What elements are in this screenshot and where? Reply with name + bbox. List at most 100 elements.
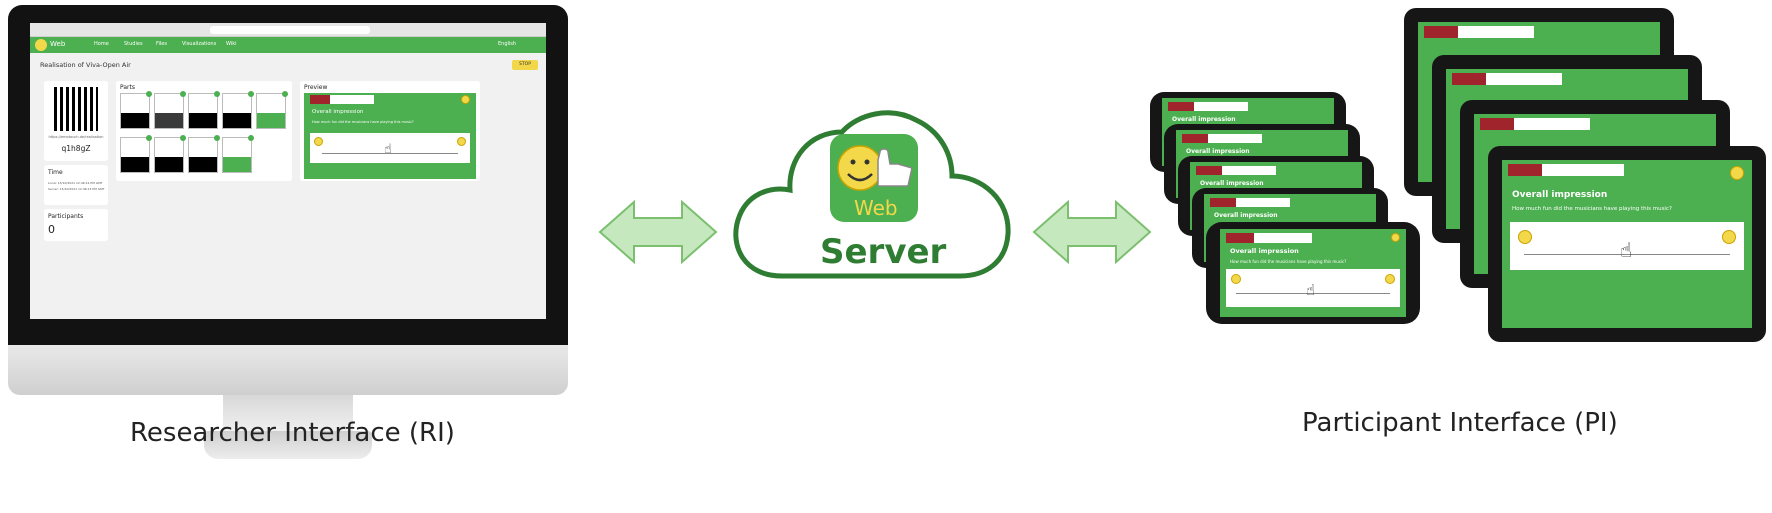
question-title: Overall impression: [1512, 190, 1608, 200]
sad-face-icon: [1231, 274, 1241, 284]
session-code: q1h8gZ: [61, 144, 91, 153]
check-icon: [248, 91, 254, 97]
participants-count: 0: [48, 223, 55, 236]
smiley-face-icon: [837, 145, 883, 191]
sponsor-logos: [1196, 166, 1276, 175]
nav-visualizations[interactable]: Visualizations: [182, 41, 217, 47]
server-label: Server: [820, 232, 947, 272]
browser-toolbar: [30, 23, 546, 37]
part-thumbnail[interactable]: [222, 135, 254, 173]
page-title: Realisation of Viva-Open Air: [40, 61, 131, 69]
parts-title: Parts: [120, 84, 135, 91]
qr-caption: https://emotouch.de/realisation: [48, 135, 104, 139]
time-local: Local: 15/10/2021 12:46:14 PM GMT: [48, 181, 103, 185]
app-navbar: Web Home Studies Files Visualizations Wi…: [30, 37, 546, 53]
question-title: Overall impression: [1186, 148, 1250, 155]
phone-device-front: Overall impression How much fun did the …: [1206, 222, 1420, 324]
happy-face-icon: [457, 137, 466, 146]
sad-face-icon: [314, 137, 323, 146]
scale-line: [322, 153, 458, 154]
participants-card: Participants 0: [44, 209, 108, 241]
time-card: Time Local: 15/10/2021 12:46:14 PM GMT S…: [44, 165, 108, 205]
part-thumbnail[interactable]: [188, 135, 220, 173]
rating-scale[interactable]: ☝: [1226, 269, 1400, 307]
stop-button[interactable]: STOP: [512, 60, 538, 70]
part-thumbnail[interactable]: [154, 91, 186, 129]
cursor-hand-icon: ☝: [1306, 281, 1316, 299]
researcher-screen: Web Home Studies Files Visualizations Wi…: [30, 23, 546, 319]
apple-icon: [274, 355, 304, 385]
url-bar[interactable]: [210, 26, 370, 34]
nav-wiki[interactable]: Wiki: [226, 41, 237, 47]
parts-card: Parts: [116, 81, 292, 181]
question-title: Overall impression: [1214, 212, 1278, 219]
preview-screen: Overall impression How much fun did the …: [304, 93, 476, 179]
sponsor-logos: [1452, 73, 1562, 85]
sponsor-logos: [1424, 26, 1534, 38]
question-title: Overall impression: [1172, 116, 1236, 123]
sponsor-logos: [1182, 134, 1262, 143]
scale-line: [1524, 254, 1730, 255]
preview-question: Overall impression: [312, 109, 364, 115]
preview-title: Preview: [304, 84, 328, 91]
imac-chin: [8, 345, 568, 395]
part-thumbnail[interactable]: [154, 135, 186, 173]
sponsor-logos: [1480, 118, 1590, 130]
double-arrow-icon: [598, 199, 718, 265]
preview-subquestion: How much fun did the musicians have play…: [312, 120, 414, 124]
time-title: Time: [48, 169, 63, 176]
part-thumbnail[interactable]: [222, 91, 254, 129]
emotouch-logo-icon: [35, 39, 47, 51]
question-subtitle: How much fun did the musicians have play…: [1230, 259, 1347, 264]
cursor-hand-icon: ☝: [1620, 238, 1633, 262]
check-icon: [214, 135, 220, 141]
check-icon: [248, 135, 254, 141]
part-thumbnail[interactable]: [256, 91, 288, 129]
server-cloud: [733, 110, 1011, 279]
check-icon: [146, 135, 152, 141]
nav-home[interactable]: Home: [94, 41, 109, 47]
double-arrow-icon: [1032, 199, 1152, 265]
imac-stand: [223, 395, 353, 435]
tablet-device-front: Overall impression How much fun did the …: [1488, 146, 1766, 342]
sponsor-logos: [1508, 164, 1624, 176]
check-icon: [146, 91, 152, 97]
hand-icon: [877, 148, 913, 187]
sponsor-logos: [310, 95, 374, 104]
question-title: Overall impression: [1200, 180, 1264, 187]
participant-caption: Participant Interface (PI): [1302, 408, 1618, 438]
smiley-hand-icon: [461, 95, 470, 104]
tablet-screen: Overall impression How much fun did the …: [1502, 160, 1752, 328]
rating-scale[interactable]: ☝: [310, 133, 470, 163]
part-thumbnail[interactable]: [120, 135, 152, 173]
arrow-right: [1032, 199, 1152, 265]
scale-line: [1236, 293, 1390, 294]
part-thumbnail[interactable]: [188, 91, 220, 129]
imac-device: Web Home Studies Files Visualizations Wi…: [8, 5, 568, 459]
rating-scale[interactable]: ☝: [1510, 222, 1744, 270]
cursor-hand-icon: ☝: [384, 142, 392, 157]
happy-face-icon: [1385, 274, 1395, 284]
nav-files[interactable]: Files: [156, 41, 167, 47]
qr-code-icon: [54, 87, 98, 131]
sponsor-logos: [1168, 102, 1248, 111]
researcher-caption: Researcher Interface (RI): [130, 418, 455, 448]
smiley-hand-icon: [1730, 166, 1744, 180]
preview-card: Preview Overall impression How much fun …: [300, 81, 480, 181]
brand-label: Web: [50, 40, 66, 48]
check-icon: [282, 91, 288, 97]
happy-face-icon: [1722, 230, 1736, 244]
part-thumbnail[interactable]: [120, 91, 152, 129]
sponsor-logos: [1226, 233, 1312, 243]
check-icon: [180, 91, 186, 97]
check-icon: [180, 135, 186, 141]
sponsor-logos: [1210, 198, 1290, 207]
question-title: Overall impression: [1230, 247, 1299, 255]
nav-studies[interactable]: Studies: [124, 41, 143, 47]
sad-face-icon: [1518, 230, 1532, 244]
language-selector[interactable]: English: [498, 41, 517, 47]
server-badge-label: Web: [854, 196, 898, 220]
question-subtitle: How much fun did the musicians have play…: [1512, 206, 1672, 212]
qr-card: https://emotouch.de/realisation q1h8gZ: [44, 81, 108, 161]
